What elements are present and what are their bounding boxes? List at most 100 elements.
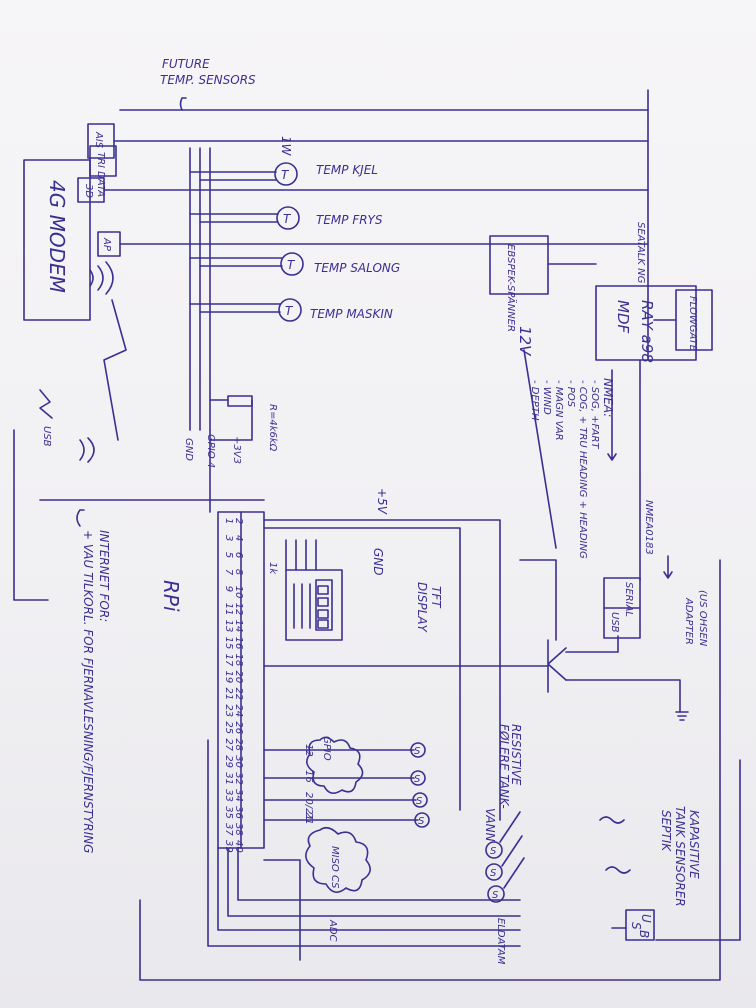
svg-text:- COG, + TRU HEADING + HEADING: - COG, + TRU HEADING + HEADING <box>577 380 588 559</box>
kapasitive-wave <box>599 816 631 874</box>
temp-sensor-frys: T TEMP FRYS <box>189 206 383 230</box>
adapter-arrow <box>663 555 673 579</box>
gnd-label: GND <box>371 548 385 576</box>
internet-label: INTERNET FOR: <box>97 530 111 622</box>
gpio-pin-odd: 25 <box>223 721 234 734</box>
usb-to-transistor <box>565 635 619 653</box>
temp-sensor-salong: T TEMP SALONG <box>189 252 400 276</box>
serial-usb-adapter: SERIAL USB <box>603 577 641 639</box>
svg-text:21: 21 <box>303 812 314 825</box>
nmea-arrow <box>607 369 617 461</box>
gpio-pin-odd: 15 <box>223 637 234 650</box>
svg-text:FLOWGATE: FLOWGATE <box>687 296 698 352</box>
gpio-pin-even: 10 <box>233 586 244 599</box>
twelve-v-label: 12V <box>516 326 534 357</box>
gpio-pin-odd: 9 <box>223 586 234 592</box>
ap-box: AP <box>97 231 649 257</box>
adc-wire-4 <box>207 739 521 947</box>
svg-text:MDF: MDF <box>614 300 632 333</box>
gpio-pin-even: 36 <box>233 806 244 819</box>
gpio-pin-odd: 37 <box>223 823 234 836</box>
usb-right-feed <box>263 859 301 961</box>
modem-wireless-icon <box>89 261 114 295</box>
future-temp-label: TEMP. SENSORS <box>160 73 256 87</box>
gpio-pin-odd: 3 <box>223 535 234 541</box>
svg-text:USB: USB <box>609 612 620 633</box>
radar-box: 3D <box>77 177 649 203</box>
tft-wires <box>285 539 317 571</box>
wireless-link-line <box>103 299 127 441</box>
svg-text:- POS: - POS <box>565 380 576 408</box>
kapasitive-label-1: KAPASITIVE <box>687 810 701 879</box>
resistive-label-1: RESISTIVE <box>509 724 523 786</box>
future-label: FUTURE <box>162 57 210 71</box>
gpio-pin-even: 18 <box>233 654 244 667</box>
svg-text:S: S <box>492 890 499 901</box>
adc-chip-label: ELDATAM <box>495 918 506 965</box>
svg-text:16: 16 <box>303 770 314 783</box>
modem-box: 4G MODEM <box>23 159 91 321</box>
svg-text:T: T <box>285 304 294 318</box>
gpio-pin-odd: 5 <box>223 552 234 558</box>
gpio-pin-odd: 31 <box>223 772 234 785</box>
kapasitive-label-3: SEPTIK <box>659 810 673 852</box>
internet-remote-label: + VAU TILKORL. FOR FJERNAVLESNING/FJERNS… <box>81 530 95 853</box>
gpio-pin-even: 32 <box>233 772 244 785</box>
gpio-pin-odd: 17 <box>223 654 234 667</box>
nmea0183-label: NMEA0183 <box>643 500 654 555</box>
gpio-pin-odd: 7 <box>223 569 234 576</box>
adc-cloud: MISO CS ADC <box>305 826 371 942</box>
flowgate-box: FLOWGATE <box>675 289 713 352</box>
resistive-label-3: VANN <box>483 808 497 842</box>
svg-text:4G MODEM: 4G MODEM <box>45 180 69 293</box>
gpio-pin-odd: 27 <box>223 738 234 751</box>
gpio-pin-even: 8 <box>233 569 244 575</box>
resistive-sensors: S S S S <box>410 742 430 828</box>
tft-label-1: TFT <box>429 586 443 609</box>
transistor-symbol <box>547 639 567 693</box>
resistive-label-2: FØLERE TANK- <box>497 724 511 809</box>
gpio-pin-even: 40 <box>233 840 244 853</box>
usb-bottom-cable <box>139 559 721 981</box>
svg-text:S: S <box>414 746 421 757</box>
svg-text:TEMP SALONG: TEMP SALONG <box>314 261 400 275</box>
adapter-label-1: (US OHSEN <box>697 590 708 647</box>
svg-text:MISO CS: MISO CS <box>329 846 340 889</box>
future-brace <box>179 97 187 111</box>
svg-text:RAY a98: RAY a98 <box>638 300 656 363</box>
svg-text:GPIO: GPIO <box>321 736 332 761</box>
pullup-resistor: R=4k6kΩ +3V3 GPIO 4 GND <box>183 395 278 468</box>
svg-text:20/21: 20/21 <box>303 792 314 821</box>
gpio-pin-even: 22 <box>233 687 244 700</box>
svg-text:ADC: ADC <box>327 919 338 942</box>
svg-text:S: S <box>416 796 423 807</box>
svg-text:R=4k6kΩ: R=4k6kΩ <box>267 404 278 452</box>
adc-wire-3 <box>217 847 521 931</box>
onewire-label: 1W <box>279 136 293 157</box>
gpio-cloud: GPIO 12 16 20/21 21 <box>303 736 364 825</box>
modem-usb-label: USB <box>41 426 52 447</box>
kapasitive-label-2: TANK SENSORER <box>673 806 687 907</box>
svg-text:S: S <box>629 922 643 930</box>
plus5v-label: +5V <box>375 488 389 515</box>
svg-text:TEMP MASKIN: TEMP MASKIN <box>310 307 393 321</box>
svg-text:AIS: AIS <box>93 131 104 149</box>
gpio-pin-even: 28 <box>233 738 244 751</box>
gpio-pin-even: 26 <box>233 721 244 734</box>
svg-text:U: U <box>639 914 653 923</box>
gpio-pin-odd: 23 <box>223 704 234 717</box>
adc-wire-2 <box>227 847 521 917</box>
gnd-rail <box>263 527 461 811</box>
internet-brace <box>76 509 85 527</box>
r1k-label: 1k <box>267 562 278 575</box>
twelve-v-feed <box>523 349 557 549</box>
plus5v-rail <box>263 519 501 821</box>
gpio-pin-odd: 13 <box>223 620 234 633</box>
svg-text:NMEA:: NMEA: <box>601 378 615 417</box>
gpio-pin-even: 4 <box>233 535 244 541</box>
gpio-pin-odd: 29 <box>223 755 234 768</box>
svg-text:T: T <box>281 168 290 182</box>
